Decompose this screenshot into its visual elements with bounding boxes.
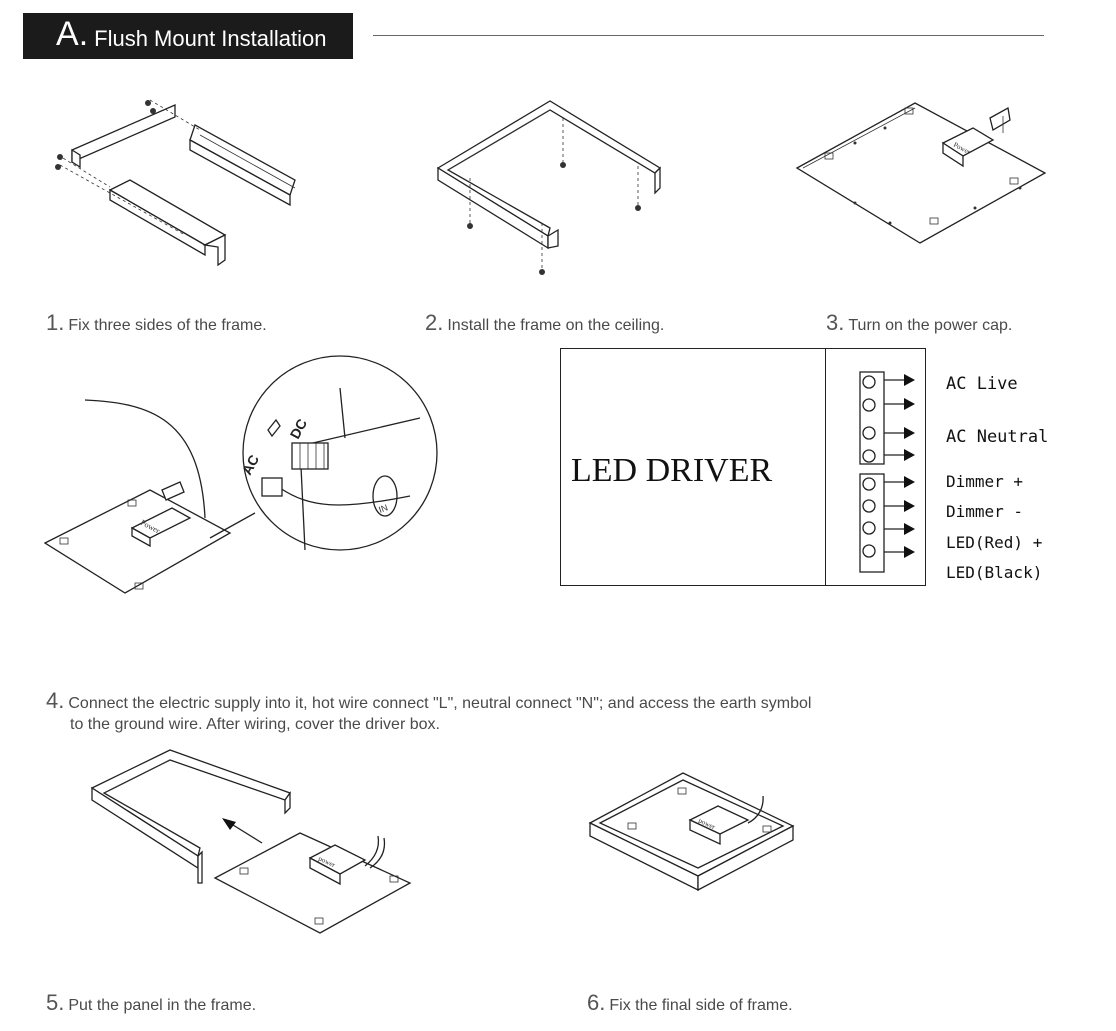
step-2-text: Install the frame on the ceiling. (447, 317, 665, 334)
step-4-line2: to the ground wire. After wiring, cover … (70, 716, 440, 733)
section-letter: A (56, 15, 79, 53)
svg-text:DC: DC (287, 416, 311, 441)
panel-power-cap-illustration: Power (795, 102, 1047, 244)
final-frame-side-illustration: power (588, 772, 795, 892)
led-driver-divider (825, 348, 826, 586)
step-4-number: 4. (46, 688, 65, 713)
step-1: 1.Fix three sides of the frame. (46, 310, 267, 336)
step-2: 2.Install the frame on the ceiling. (425, 310, 664, 336)
wiring-illustration: Power AC DC IN (43, 355, 438, 594)
terminal-ac-live: AC Live (946, 374, 1018, 394)
step-6-text: Fix the final side of frame. (609, 997, 793, 1014)
terminal-led-black: LED(Black) (946, 563, 1043, 582)
svg-text:IN: IN (377, 502, 389, 514)
step-4: 4.Connect the electric supply into it, h… (46, 688, 811, 714)
step-4-text-line1: Connect the electric supply into it, hot… (68, 695, 812, 712)
step-5: 5.Put the panel in the frame. (46, 990, 256, 1016)
step-5-number: 5. (46, 990, 65, 1015)
led-driver-label: LED DRIVER (571, 452, 773, 489)
step-2-number: 2. (425, 310, 444, 335)
section-letter-dot: . (78, 15, 89, 53)
step-1-text: Fix three sides of the frame. (68, 317, 267, 334)
step-1-number: 1. (46, 310, 65, 335)
svg-text:AC: AC (239, 452, 263, 477)
step-6-number: 6. (587, 990, 606, 1015)
panel-into-frame-illustration: power (90, 749, 412, 934)
frame-on-ceiling-illustration (436, 100, 662, 275)
header-divider (373, 35, 1044, 36)
frame-three-sides-illustration (55, 99, 296, 267)
step-3: 3.Turn on the power cap. (826, 310, 1012, 336)
step-3-number: 3. (826, 310, 845, 335)
terminal-arrows (884, 374, 915, 558)
terminal-dimmer-plus: Dimmer + (946, 472, 1024, 491)
section-title: Flush Mount Installation (94, 26, 327, 51)
step-6: 6.Fix the final side of frame. (587, 990, 793, 1016)
terminal-dimmer-minus: Dimmer - (946, 502, 1024, 521)
led-driver-box (560, 348, 926, 586)
terminal-led-red: LED(Red) + (946, 533, 1043, 552)
step-5-text: Put the panel in the frame. (68, 997, 257, 1014)
section-header: A. Flush Mount Installation (23, 13, 353, 59)
step-3-text: Turn on the power cap. (848, 317, 1013, 334)
terminal-ac-neutral: AC Neutral (946, 427, 1049, 447)
driver-terminals (859, 371, 915, 573)
